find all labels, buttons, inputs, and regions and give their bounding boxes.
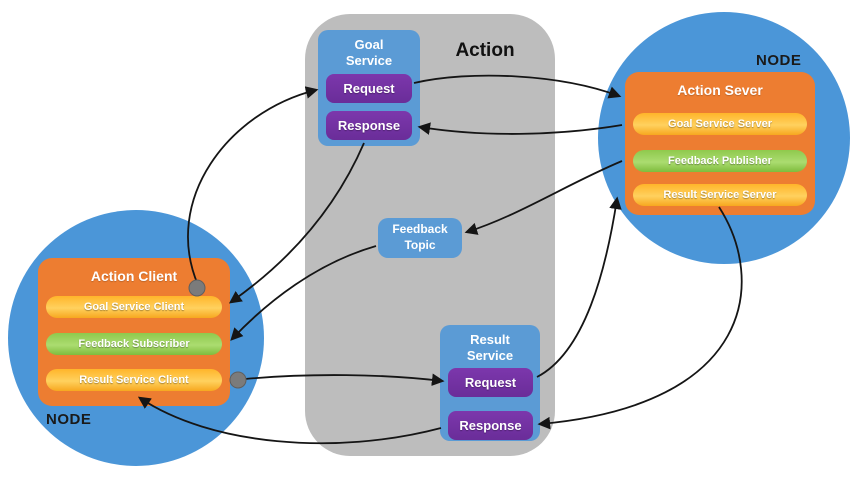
result-request-button: Request (448, 368, 533, 397)
feedback-topic-box: Feedback Topic (378, 218, 462, 258)
action-server-title: Action Sever (677, 82, 763, 98)
result-service-server-pill: Result Service Server (633, 184, 807, 206)
action-client-box: Action Client Goal Service Client Feedba… (38, 258, 230, 406)
goal-service-title: Goal Service (345, 37, 393, 69)
feedback-publisher-pill: Feedback Publisher (633, 150, 807, 172)
result-service-title: Result Service (466, 332, 514, 364)
result-service-client-pill: Result Service Client (46, 369, 222, 391)
goal-service-server-pill: Goal Service Server (633, 113, 807, 135)
action-client-title: Action Client (90, 268, 178, 284)
goal-service-client-pill: Goal Service Client (46, 296, 222, 318)
action-title: Action (455, 40, 515, 61)
result-response-button: Response (448, 411, 533, 440)
goal-request-button: Request (326, 74, 412, 103)
goal-service-box: Goal Service Request Response (318, 30, 420, 146)
server-node-label: NODE (756, 52, 802, 69)
action-server-box: Action Sever Goal Service Server Feedbac… (625, 72, 815, 215)
goal-response-button: Response (326, 111, 412, 140)
feedback-subscriber-pill: Feedback Subscriber (46, 333, 222, 355)
result-service-box: Result Service Request Response (440, 325, 540, 441)
client-node-label: NODE (46, 411, 92, 428)
